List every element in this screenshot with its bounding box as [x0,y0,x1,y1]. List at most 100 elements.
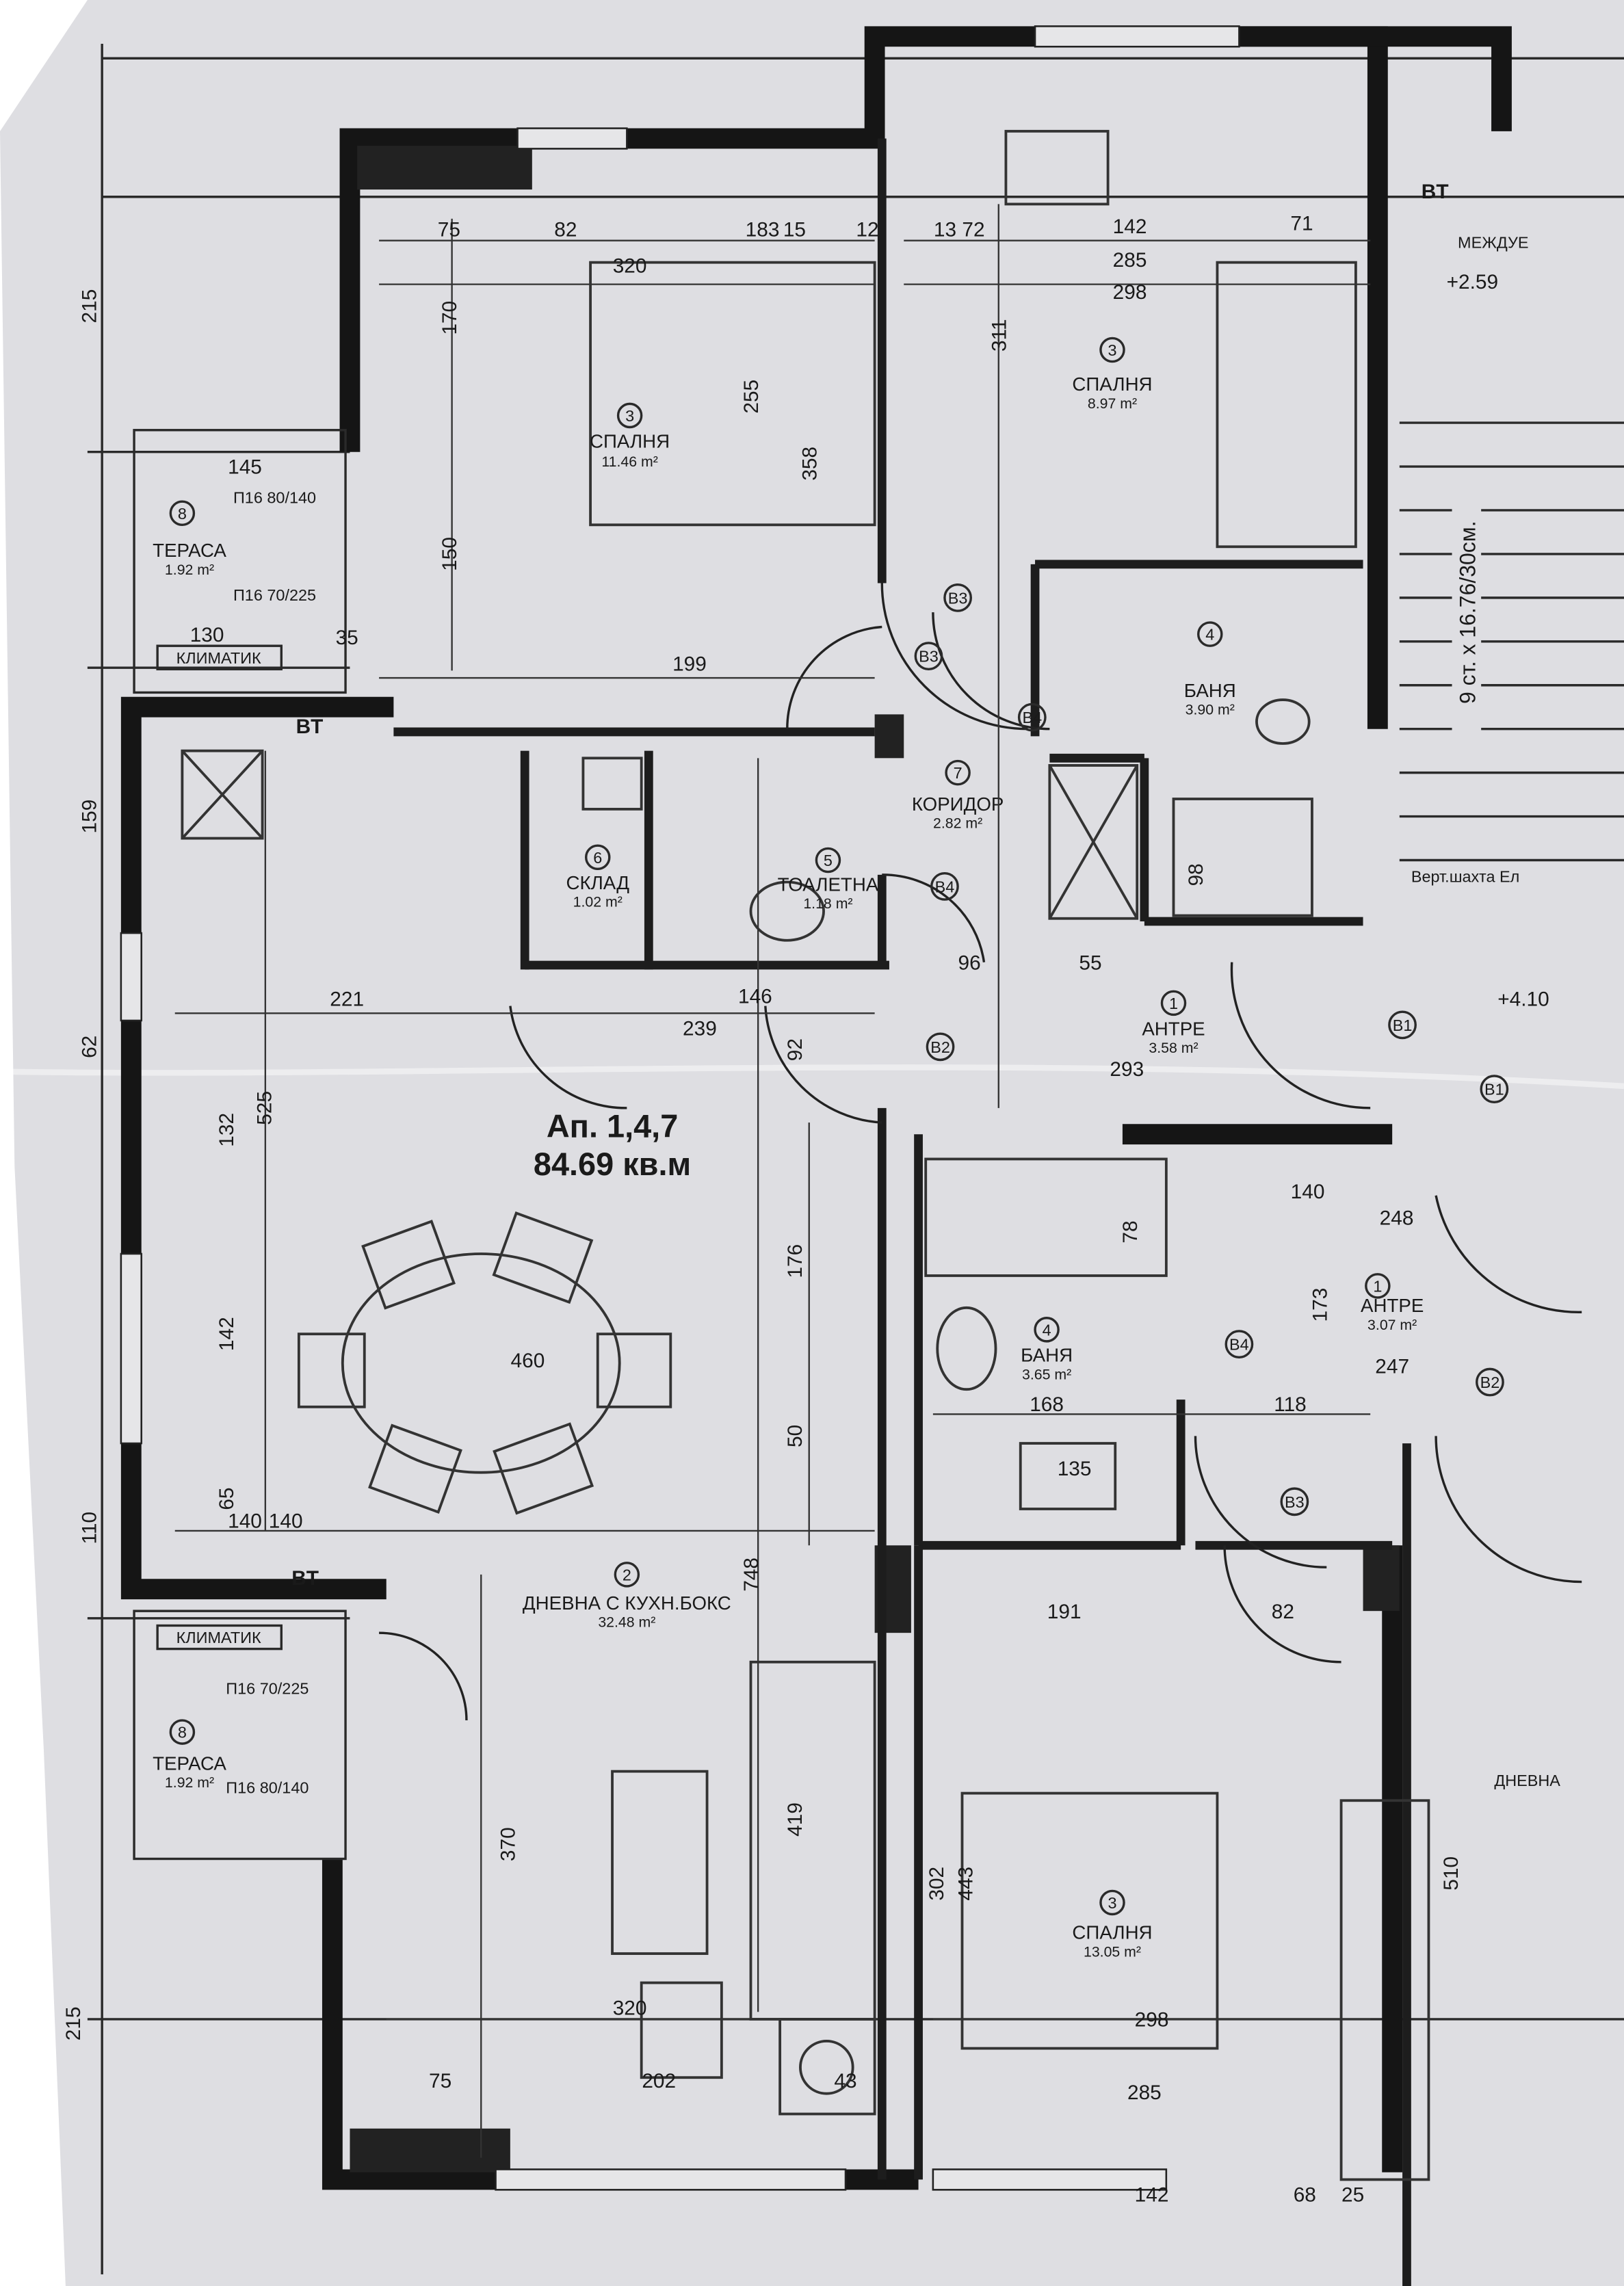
svg-text:199: 199 [672,653,707,675]
svg-text:419: 419 [784,1802,807,1837]
svg-text:146: 146 [738,985,772,1008]
apartment-title: Ап. 1,4,7 [547,1108,678,1144]
svg-text:35: 35 [336,627,358,649]
svg-text:13 72: 13 72 [934,218,985,241]
svg-text:285: 285 [1113,249,1147,272]
window-spec: П16 80/140 [226,1779,309,1797]
svg-text:320: 320 [613,1997,647,2020]
svg-text:62: 62 [79,1036,101,1058]
svg-text:12: 12 [856,218,878,241]
svg-text:191: 191 [1047,1601,1082,1623]
svg-text:3.07 m²: 3.07 m² [1367,1317,1417,1333]
window-spec: П16 70/225 [233,586,316,604]
svg-text:183: 183 [746,218,780,241]
svg-text:ТЕРАСА: ТЕРАСА [153,540,226,561]
svg-text:140: 140 [228,1510,262,1533]
svg-text:293: 293 [1110,1058,1144,1081]
svg-text:6: 6 [593,849,602,867]
svg-text:176: 176 [784,1244,807,1278]
window-spec: П16 80/140 [233,488,316,506]
svg-text:168: 168 [1030,1393,1064,1416]
svg-text:302: 302 [926,1867,948,1901]
svg-text:525: 525 [253,1091,276,1125]
staircase [1399,421,1624,862]
svg-text:3: 3 [625,407,634,425]
apartment-area: 84.69 кв.м [534,1146,691,1182]
svg-text:298: 298 [1113,281,1147,304]
terraces [133,429,347,1861]
svg-text:510: 510 [1440,1856,1463,1891]
level-label: +2.59 [1447,271,1498,293]
window-spec: П16 70/225 [226,1680,309,1698]
inner-walls [393,138,1411,2286]
svg-text:311: 311 [988,319,1010,352]
svg-text:110: 110 [79,1512,101,1545]
svg-text:320: 320 [613,255,647,278]
svg-text:298: 298 [1135,2009,1169,2032]
bed-11 [589,261,876,527]
svg-text:КОРИДОР: КОРИДОР [912,793,1004,815]
svg-text:92: 92 [784,1038,807,1061]
bathtub [924,1157,1168,1277]
dimension-lines [174,204,1371,2158]
svg-text:СКЛАД: СКЛАД [566,872,630,893]
vent-label: BT [296,715,324,738]
svg-text:202: 202 [642,2070,676,2092]
svg-text:СПАЛНЯ: СПАЛНЯ [590,430,670,451]
svg-text:8: 8 [178,1724,187,1742]
svg-text:215: 215 [62,2006,85,2040]
svg-text:2.82 m²: 2.82 m² [933,815,982,832]
svg-text:3: 3 [1108,341,1116,359]
svg-text:B3: B3 [919,648,939,666]
dimension-labels: 75 82 320 183 15 12 13 72 142 285 298 71… [62,213,1463,2207]
svg-text:248: 248 [1380,1207,1414,1229]
ac-unit [156,644,283,671]
svg-text:4: 4 [1043,1321,1051,1339]
svg-text:145: 145 [228,456,262,479]
svg-text:159: 159 [79,800,101,834]
svg-text:1.92 m²: 1.92 m² [165,562,214,578]
svg-text:75: 75 [429,2070,451,2092]
svg-text:98: 98 [1185,863,1207,886]
svg-text:СПАЛНЯ: СПАЛНЯ [1072,373,1152,395]
svg-text:96: 96 [958,951,981,974]
stairs-label: 9 ст. х 16.76/30см. [1456,521,1480,704]
svg-text:215: 215 [79,289,101,324]
svg-text:32.48 m²: 32.48 m² [598,1614,655,1631]
svg-text:68: 68 [1294,2183,1316,2206]
svg-text:B2: B2 [930,1038,950,1056]
svg-text:ДНЕВНА С КУХН.БОКС: ДНЕВНА С КУХН.БОКС [523,1592,731,1614]
svg-text:748: 748 [740,1558,763,1592]
svg-text:БАНЯ: БАНЯ [1184,680,1236,701]
svg-text:118: 118 [1274,1393,1307,1416]
svg-text:140: 140 [1291,1181,1325,1203]
svg-text:135: 135 [1058,1458,1092,1480]
svg-text:71: 71 [1290,213,1313,235]
svg-text:75: 75 [438,218,460,241]
ac-unit [156,1624,283,1651]
bed-8 [1216,261,1357,549]
svg-text:5: 5 [824,852,833,869]
svg-text:3.58 m²: 3.58 m² [1149,1040,1198,1056]
windows [120,25,1240,2191]
svg-text:142: 142 [215,1317,238,1351]
svg-text:B4: B4 [1229,1336,1249,1354]
svg-text:247: 247 [1375,1356,1409,1378]
svg-text:65: 65 [215,1487,238,1510]
svg-text:1: 1 [1373,1277,1382,1295]
svg-text:78: 78 [1119,1220,1142,1243]
svg-text:4: 4 [1205,626,1214,644]
svg-text:1: 1 [1169,995,1178,1012]
svg-text:ТОАЛЕТНА: ТОАЛЕТНА [778,873,879,895]
svg-text:140: 140 [269,1510,303,1533]
svg-text:170: 170 [438,301,461,335]
